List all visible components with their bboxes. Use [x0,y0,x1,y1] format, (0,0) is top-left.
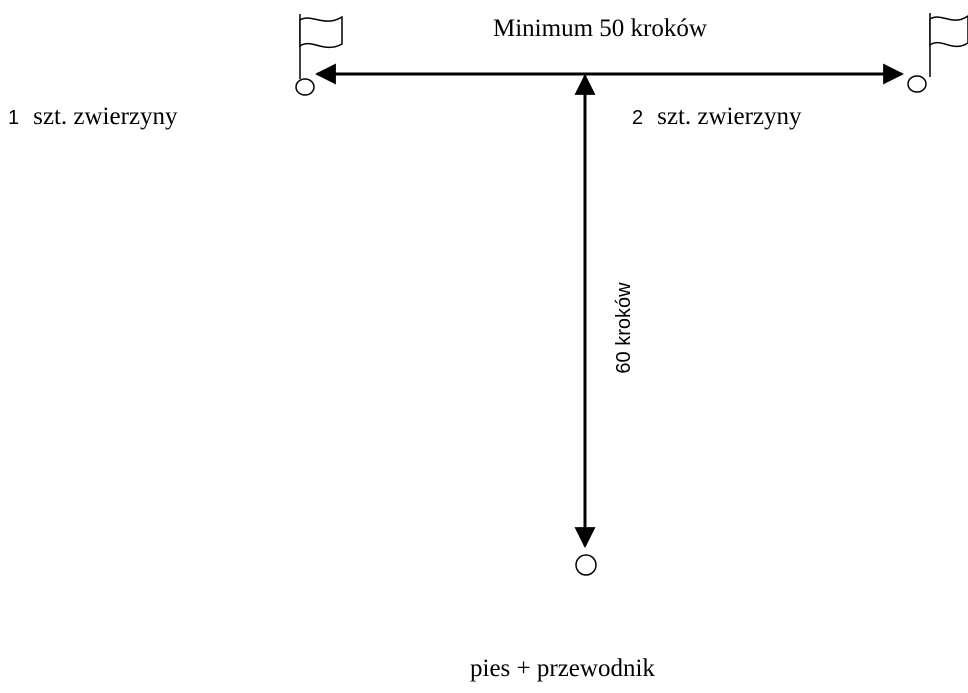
left-flag-icon [295,14,343,96]
left-target-number: 1 [8,107,20,129]
left-flag-cloth [299,15,343,49]
right-position-marker [907,75,927,93]
left-target-text: szt. zwierzyny [33,103,178,130]
right-target-number: 2 [632,107,644,129]
start-position-label: pies + przewodnik [470,655,655,682]
right-flag-icon [907,13,968,93]
right-target-text: szt. zwierzyny [657,103,802,130]
top-distance-label: Minimum 50 kroków [493,15,707,42]
right-flag-cloth [929,15,968,48]
start-position-marker [575,554,597,576]
left-position-marker [295,78,315,96]
right-target-label: 2 szt. zwierzyny [632,104,802,129]
vertical-distance-label: 60 kroków [613,282,635,374]
left-target-label: 1 szt. zwierzyny [8,104,178,129]
